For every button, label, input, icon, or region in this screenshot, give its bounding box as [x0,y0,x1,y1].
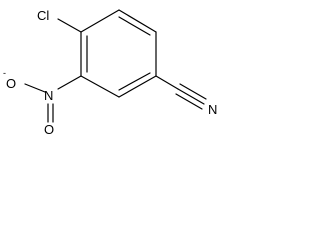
nitro-oxygen-minus-label: O [6,76,16,91]
nitro-nitrogen-label: N [44,88,53,103]
oxygen-negative-charge: - [3,68,6,78]
nitro-oxygen-double-label: O [44,122,54,136]
bond-c-n-nitro [57,75,82,90]
ring-bond-c4-c5 [118,75,157,98]
ring-bond-c2-c3 [118,9,157,33]
bond-c-n-triple-2 [179,83,207,100]
benzene-ring [80,9,157,98]
bond-c-n-triple-3 [175,93,203,110]
bond-c-c-nitrile [155,75,179,90]
chlorine-atom-label: Cl [37,8,49,23]
ring-bond-c4-c5-inner [118,72,151,91]
ring-bond-c1-c2 [80,9,120,33]
nitrile-nitrogen-label: N [208,102,217,117]
ring-bond-c5-c6 [80,75,120,98]
chemical-structure-diagram: Cl N O - O N [3,8,217,136]
bond-c-n-triple-1 [177,88,205,105]
ring-bond-c2-c3-inner [118,16,151,36]
bond-c-cl [57,18,82,33]
bond-n-o-minus [24,83,46,93]
